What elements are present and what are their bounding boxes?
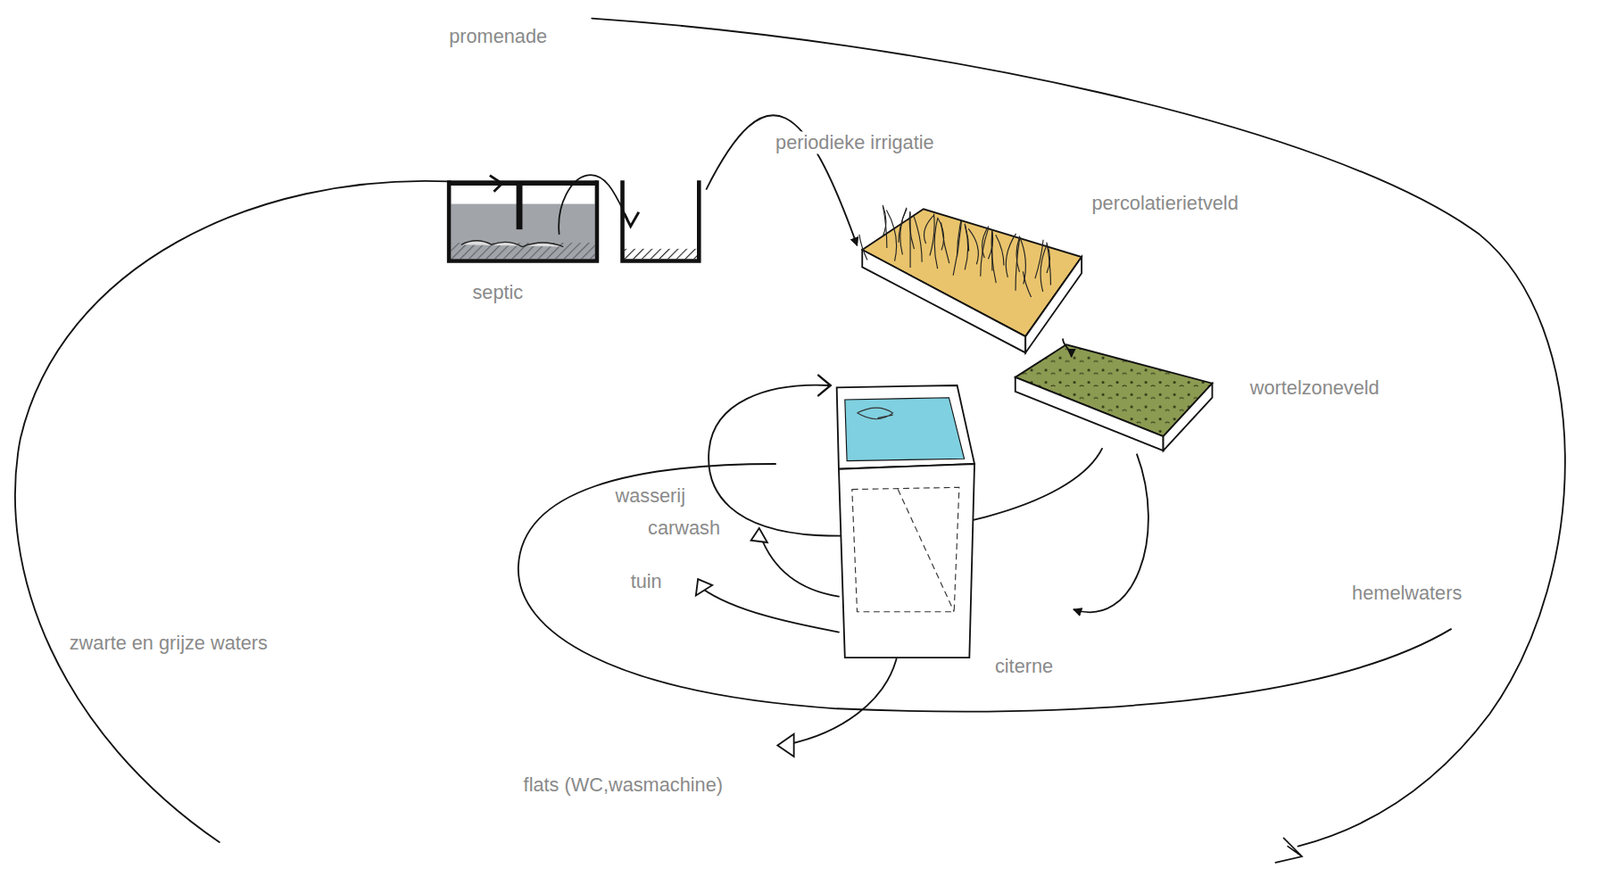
annotation-label: promenade bbox=[448, 25, 548, 49]
node-label: wortelzoneveld bbox=[1250, 377, 1380, 400]
annotation-label: zwarte en grijze waters bbox=[69, 632, 268, 655]
annotation-label: wasserij bbox=[615, 485, 686, 508]
annotation-label: carwash bbox=[647, 516, 721, 539]
node-label: citerne bbox=[994, 655, 1053, 679]
process-node: percolatierietveld bbox=[857, 188, 1286, 339]
edge-label: periodieke irrigatie bbox=[775, 131, 935, 154]
process-node: citerne bbox=[829, 379, 1074, 682]
annotation-label: flats (WC,wasmachine) bbox=[523, 773, 723, 796]
process-node: septic bbox=[440, 168, 706, 312]
process-node: wortelzoneveld bbox=[1010, 356, 1418, 455]
node-label: percolatierietveld bbox=[1092, 192, 1239, 216]
annotation-label: hemelwaters bbox=[1351, 582, 1462, 606]
flow-connector bbox=[1073, 454, 1149, 614]
node-label: septic bbox=[472, 281, 523, 304]
annotation-label: tuin bbox=[630, 571, 663, 594]
flow-connector bbox=[1062, 338, 1072, 357]
